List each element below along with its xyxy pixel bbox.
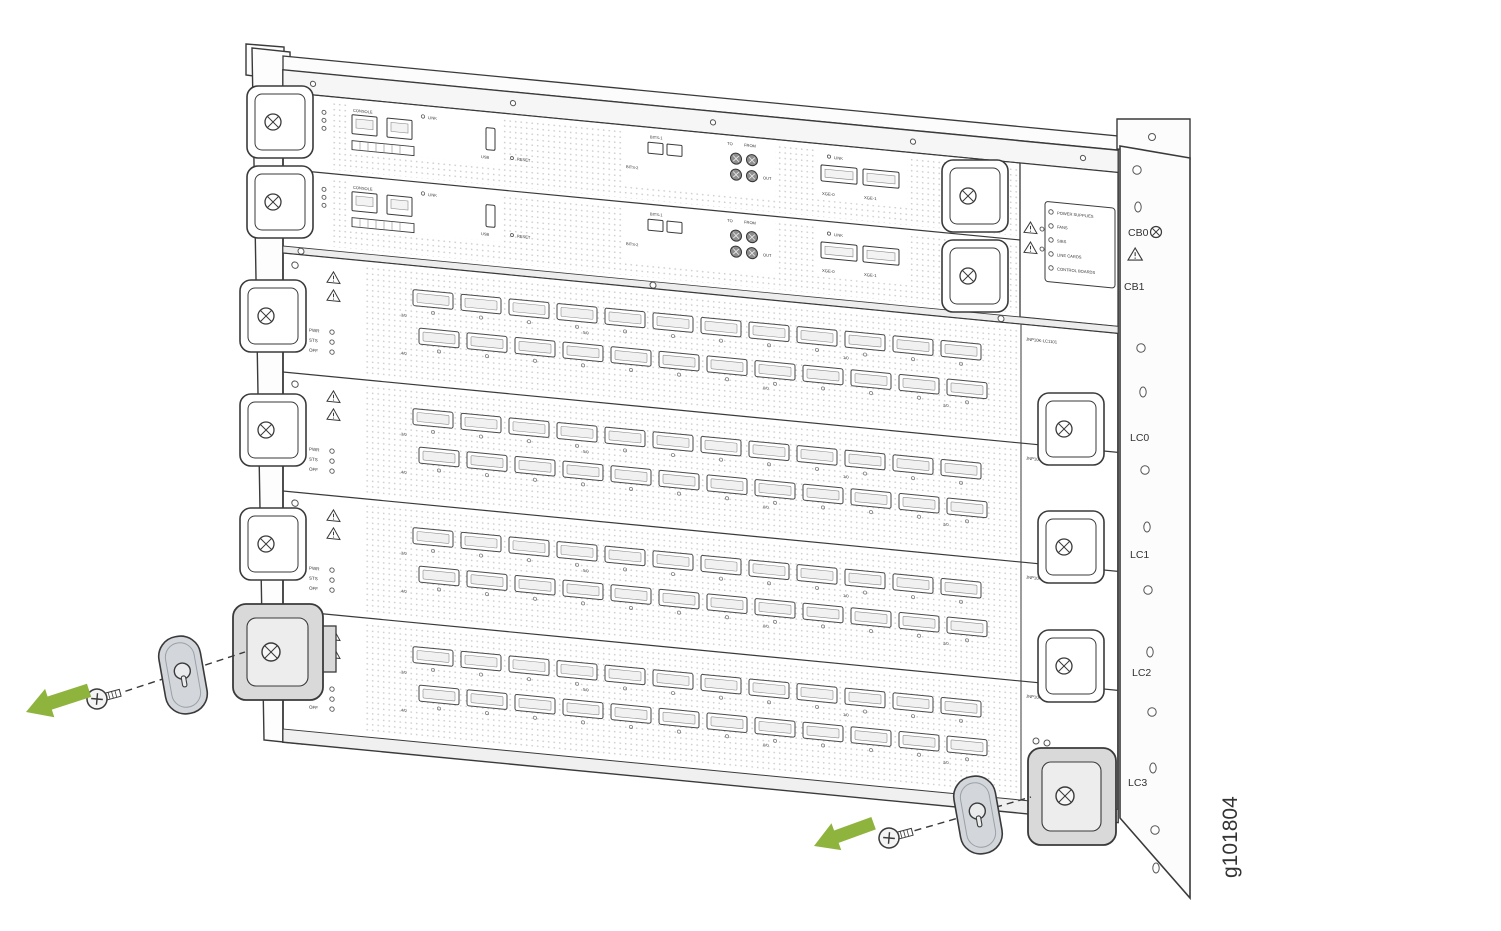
mounting-hole xyxy=(1148,133,1156,141)
top-screw xyxy=(1079,154,1087,162)
flange-hole xyxy=(1136,343,1146,353)
flange-face xyxy=(1119,145,1191,901)
divider-screw xyxy=(297,247,305,255)
top-screw xyxy=(909,138,917,145)
flange-hole xyxy=(1143,585,1153,595)
removal-arrow xyxy=(21,676,94,726)
top-screw xyxy=(309,80,317,88)
panel-led xyxy=(1039,246,1045,252)
flange-slot-hole xyxy=(1149,762,1157,774)
screw xyxy=(84,682,124,712)
captive-screw xyxy=(1043,739,1051,747)
grounding-screw-slot-2 xyxy=(1152,228,1160,236)
status-label-control-boards: CONTROL BOARDS xyxy=(1057,266,1095,275)
figure-id: g101804 xyxy=(1219,796,1242,878)
highlighted-ejector-handle-lc3-right xyxy=(1027,737,1117,846)
status-led-sibs xyxy=(1048,237,1054,243)
flange-hole xyxy=(1132,165,1142,175)
status-led-line-cards xyxy=(1048,251,1054,257)
ejector-handle-re0-left xyxy=(246,85,314,159)
status-led-power-supplies xyxy=(1048,209,1054,215)
status-label-line-cards: LINE CARDS xyxy=(1057,252,1082,259)
ejector-handle-re1-right xyxy=(941,239,1009,313)
slot-label-lc3: LC3 xyxy=(1128,777,1147,789)
status-led-fans xyxy=(1048,223,1054,229)
flange-slot-hole xyxy=(1146,646,1154,658)
top-screw xyxy=(709,119,717,126)
ejector-handle-re1-left xyxy=(246,165,314,239)
ejector-handle-re0-right xyxy=(941,159,1009,233)
alignment-dashed-line xyxy=(113,651,246,696)
slot-label-lc1: LC1 xyxy=(1130,549,1149,561)
ejector-handle-lc2-left xyxy=(239,507,307,581)
flange-slot-hole xyxy=(1152,862,1160,874)
status-led-box xyxy=(1044,201,1116,289)
removal-arrow xyxy=(808,809,879,859)
ejector-handle-lc1-right xyxy=(1037,510,1105,584)
screw xyxy=(876,821,916,851)
panel-led xyxy=(1039,226,1045,232)
status-label-sibs: SIBS xyxy=(1057,238,1067,244)
flange-hole xyxy=(1147,707,1157,717)
chassis-front: POWER SUPPLIES FANS SIBS LINE CARDS CONT… xyxy=(282,69,1119,824)
flange-slot-hole xyxy=(1143,521,1151,533)
slot-label-lc0: LC0 xyxy=(1130,432,1149,444)
flange-hole xyxy=(1150,825,1160,835)
status-panel: POWER SUPPLIES FANS SIBS LINE CARDS CONT… xyxy=(1019,162,1119,328)
flange-hole xyxy=(1140,465,1150,475)
divider-screw xyxy=(997,315,1005,323)
ejector-handle-lc0-right xyxy=(1037,392,1105,466)
handle-screw-slot-2 xyxy=(264,645,278,659)
status-led-control-boards xyxy=(1048,265,1054,271)
chassis-bottom-strip xyxy=(282,728,1119,823)
status-label-power-supplies: POWER SUPPLIES xyxy=(1057,210,1094,219)
ejector-handle-lc2-right xyxy=(1037,629,1105,703)
status-label-fans: FANS xyxy=(1057,224,1068,230)
handle-screw-slot-2 xyxy=(1058,789,1072,803)
removal-assembly-left xyxy=(21,632,246,726)
captive-screw xyxy=(1032,737,1040,745)
highlighted-ejector-handle-lc3-left xyxy=(232,603,337,701)
removal-assembly-right xyxy=(808,772,1032,859)
right-mounting-flange: CB0 CB1 LC0 LC1 LC2 LC3 xyxy=(1116,118,1191,901)
screw-cover-plate xyxy=(154,632,212,718)
ejector-handle-lc0-left xyxy=(239,279,307,353)
slot-label-cb0: CB0 xyxy=(1128,227,1149,239)
flange-slot-hole xyxy=(1134,201,1142,213)
slot-label-lc2: LC2 xyxy=(1132,667,1151,679)
flange-slot-hole xyxy=(1139,386,1147,398)
ejector-handle-lc1-left xyxy=(239,393,307,467)
divider-screw xyxy=(649,281,657,289)
top-screw xyxy=(509,100,517,107)
slot-label-cb1: CB1 xyxy=(1124,281,1145,293)
